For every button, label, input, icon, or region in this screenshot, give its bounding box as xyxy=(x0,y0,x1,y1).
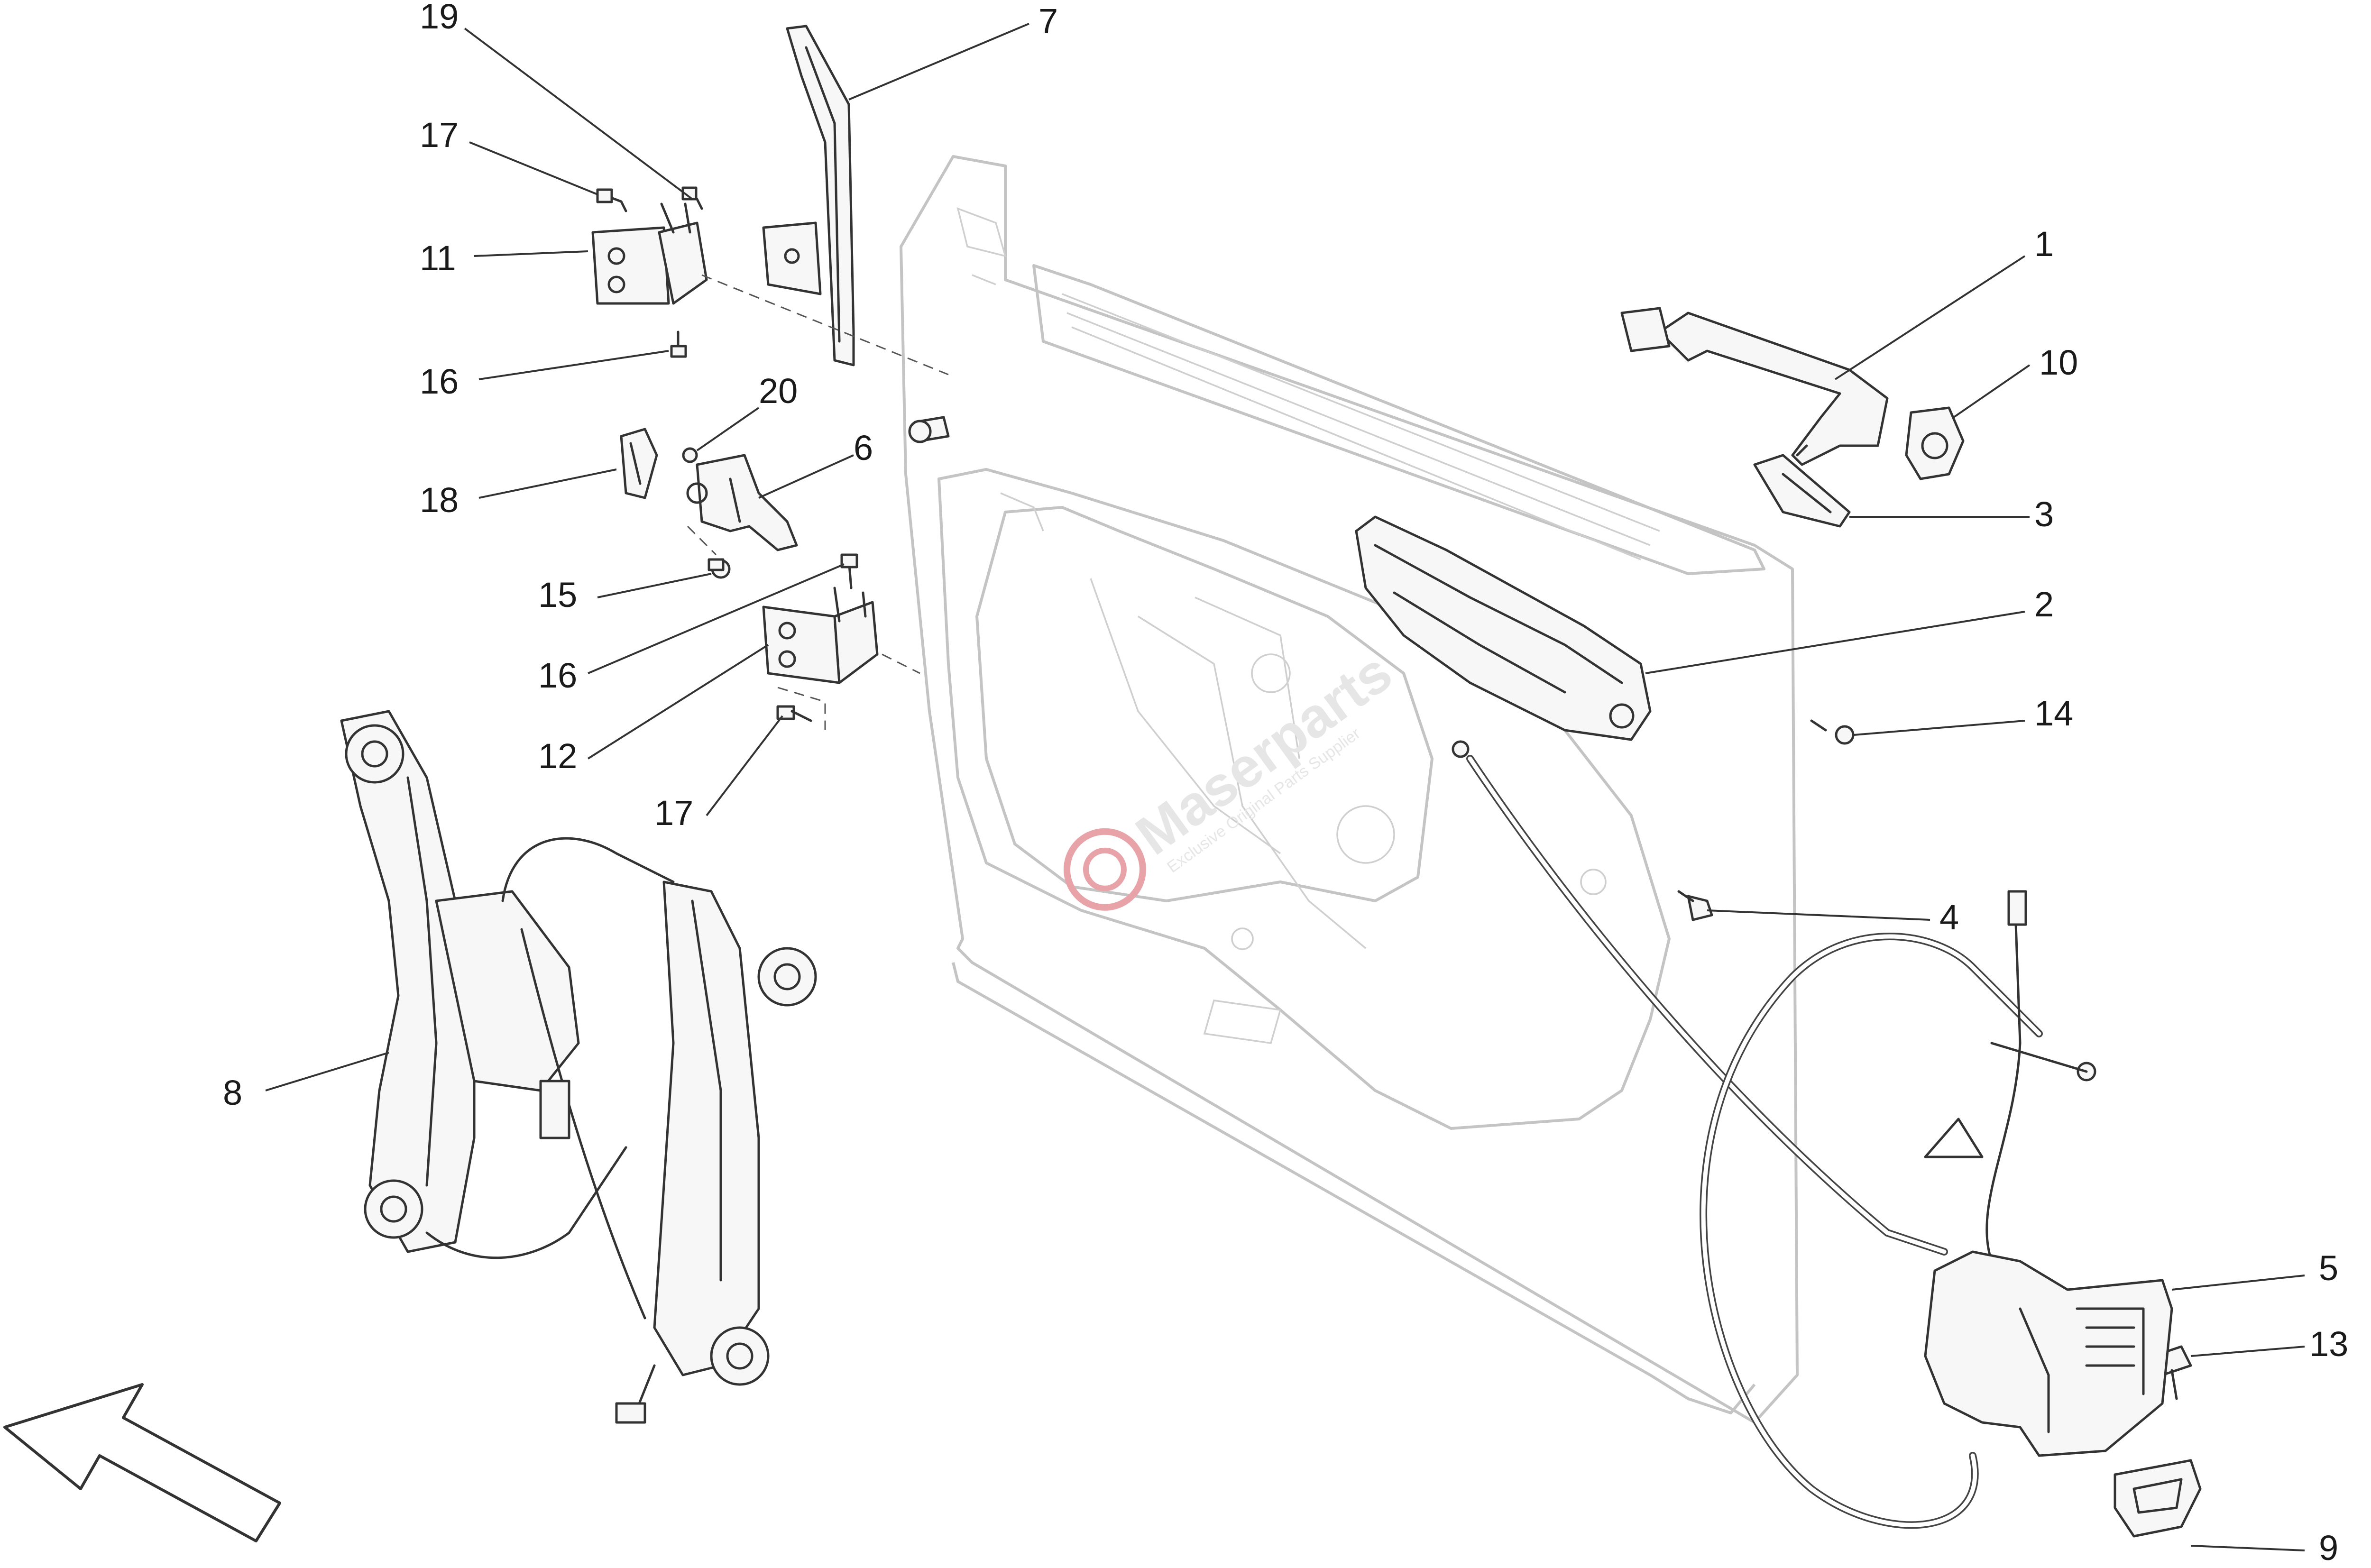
part-11-upper-hinge xyxy=(591,202,708,305)
part-16-bolt-lower xyxy=(840,553,858,589)
callout-9: 9 xyxy=(2319,1528,2338,1568)
callout-13: 13 xyxy=(2309,1324,2348,1364)
part-15-bolt xyxy=(708,558,731,579)
part-1-outer-handle xyxy=(1620,307,1889,466)
door-inner-panel xyxy=(900,155,1799,1424)
callout-19: 19 xyxy=(420,0,459,36)
callout-20: 20 xyxy=(759,371,798,411)
part-7-window-guide xyxy=(762,25,855,367)
callout-17-top: 17 xyxy=(420,115,459,155)
part-10-lock-cap xyxy=(1905,406,1965,480)
callout-8: 8 xyxy=(223,1073,242,1112)
callout-15: 15 xyxy=(538,575,577,614)
door-screw xyxy=(908,416,950,443)
callout-16-top: 16 xyxy=(420,362,459,401)
part-14-clip xyxy=(1810,719,1855,745)
callout-6: 6 xyxy=(854,428,873,468)
callout-3: 3 xyxy=(2034,495,2054,534)
part-2-inner-handle-carrier xyxy=(1355,515,1652,741)
callout-11: 11 xyxy=(420,238,456,278)
callout-4: 4 xyxy=(1939,898,1959,937)
part-17-bolt-lower xyxy=(776,705,812,722)
callout-2: 2 xyxy=(2034,585,2054,624)
callout-7: 7 xyxy=(1038,1,1058,41)
part-18-plug xyxy=(620,428,658,499)
callout-leader-lines xyxy=(265,23,2305,1551)
release-cables xyxy=(1452,740,2096,1529)
maserparts-watermark: Maserparts Exclusive Original Parts Supp… xyxy=(1063,641,1403,911)
part-9-striker xyxy=(2114,1459,2202,1538)
callout-18: 18 xyxy=(420,480,459,520)
assembly-guide-lines xyxy=(687,274,949,730)
callout-12: 12 xyxy=(538,736,577,776)
part-6-door-check xyxy=(686,454,798,551)
part-16-bolt-top xyxy=(670,330,687,358)
part-20-nut xyxy=(682,447,698,463)
part-5-door-lock xyxy=(1924,1250,2173,1457)
part-17-bolt-top xyxy=(596,188,627,212)
callout-labels: 19 17 11 16 20 6 18 15 16 12 17 7 1 10 3… xyxy=(223,0,2348,1568)
gear-logo-icon xyxy=(1063,828,1146,911)
callout-5: 5 xyxy=(2319,1248,2338,1288)
callout-1: 1 xyxy=(2034,224,2054,264)
part-4-screw xyxy=(1677,890,1713,921)
part-12-lower-hinge xyxy=(762,587,879,684)
part-3-handle-gasket xyxy=(1753,454,1851,528)
part-8-window-regulator xyxy=(340,710,817,1424)
callout-10: 10 xyxy=(2039,343,2078,382)
watermark-brand: Maserparts xyxy=(1125,641,1403,867)
callout-14: 14 xyxy=(2034,694,2073,733)
callout-17-lower: 17 xyxy=(654,793,693,833)
callout-16-lower: 16 xyxy=(538,656,577,695)
front-direction-arrow-icon xyxy=(3,1383,281,1542)
